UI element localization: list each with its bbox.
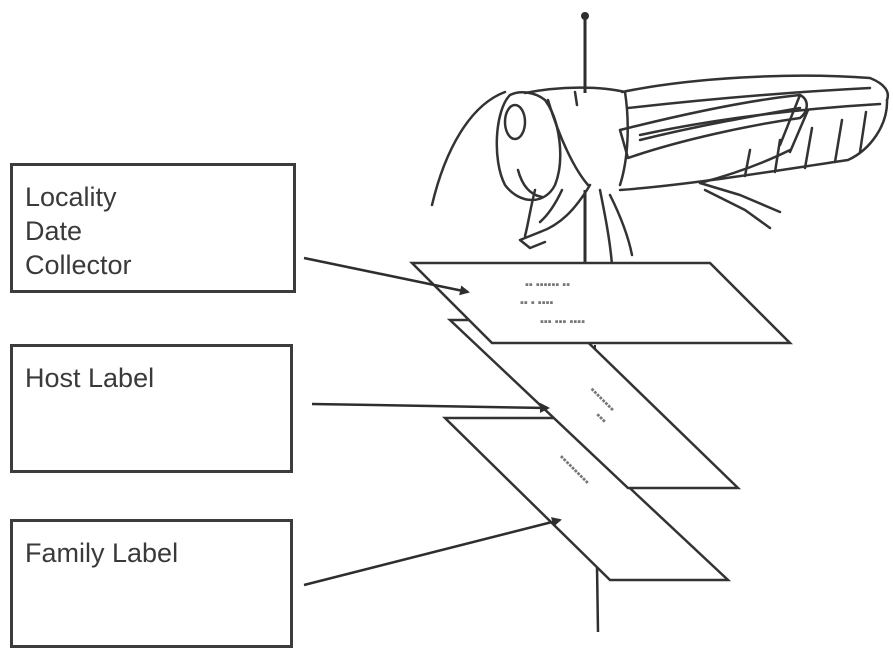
- host-arrow: [312, 404, 548, 408]
- family-arrow: [304, 520, 560, 585]
- svg-text:▪▪ ▪▪▪▪▪▪ ▪▪: ▪▪ ▪▪▪▪▪▪ ▪▪: [525, 279, 570, 291]
- grasshopper-icon: [432, 76, 888, 265]
- svg-text:▪▪▪ ▪▪▪ ▪▪▪▪: ▪▪▪ ▪▪▪ ▪▪▪▪: [540, 316, 585, 328]
- svg-text:▪▪ ▪ ▪▪▪▪: ▪▪ ▪ ▪▪▪▪: [520, 297, 554, 309]
